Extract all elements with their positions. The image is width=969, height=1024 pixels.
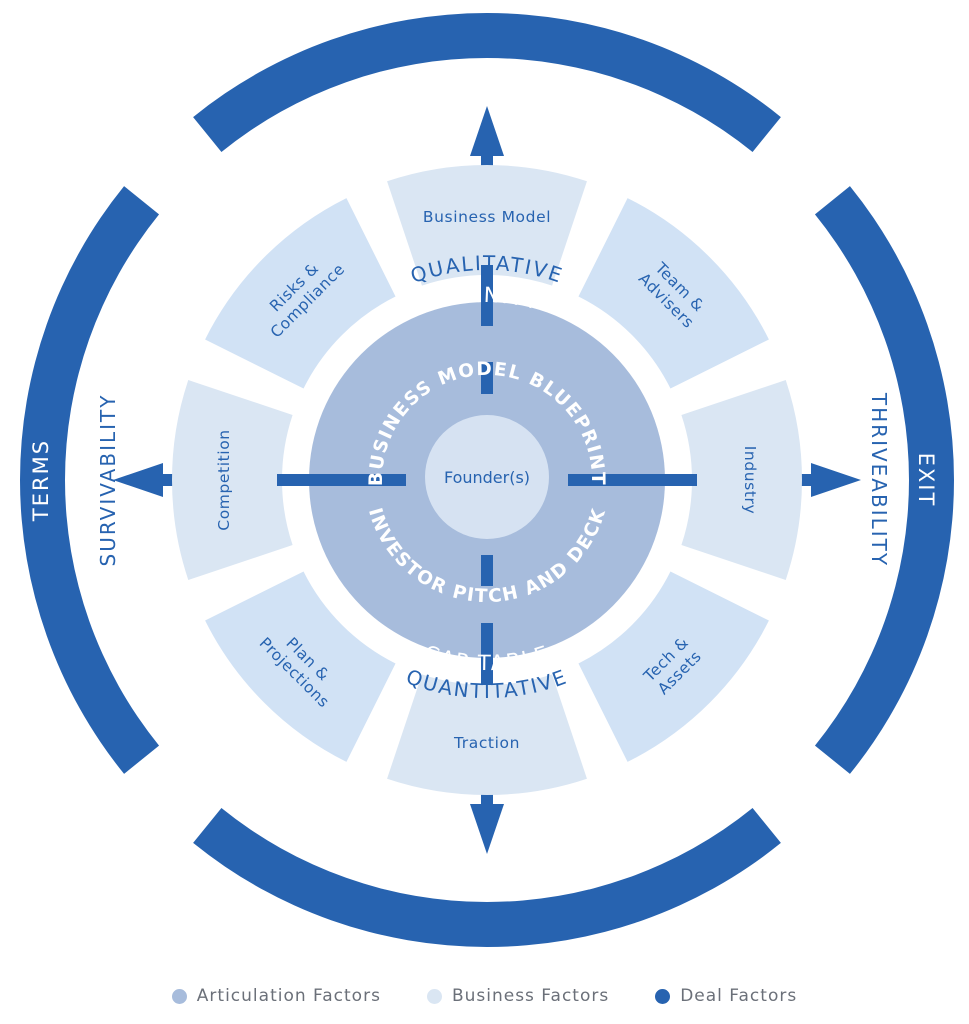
legend-item: Business Factors [426,986,610,1006]
bar-right [568,474,697,486]
axis-label-survivability: SURVIVABILITY [96,394,120,567]
segment-label: Competition [215,429,233,530]
deal-factors-ring [20,12,955,948]
deal-arc-affinity [193,12,781,153]
segment-tech-assets: Tech &Assets [578,571,769,762]
segment-risks-compliance: Risks &Compliance [205,198,396,389]
legend-item: Deal Factors [655,986,797,1006]
deal-arc-exit [814,186,955,774]
segment-label: Business Model [423,208,551,226]
business-factor-segments: Business Model Team &AdvisersIndustryTech… [171,164,802,795]
bar-down-inner [481,555,493,586]
center-cross-bars [277,265,697,685]
core-label-founders: Founder(s) [444,468,530,487]
segment-team-advisers: Team &Advisers [578,198,769,389]
legend: Articulation Factors Business Factors Deal… [0,978,969,1014]
bar-up-inner [481,362,493,394]
bar-left [277,474,406,486]
deal-arc-cap-table [193,807,781,948]
legend-item: Articulation Factors [171,986,381,1006]
legend-swatch [426,988,442,1004]
bar-down-outer [481,623,493,685]
deal-arc-terms [20,186,160,774]
bar-up-outer [481,265,493,326]
legend-label: Deal Factors [680,986,798,1006]
segment-plan-projections: Plan &Projections [205,571,396,762]
legend-label: Business Factors [451,986,610,1006]
outer-label-terms: TERMS [29,439,53,522]
legend-swatch [171,988,187,1004]
segment-label: Traction [453,734,520,752]
outer-label-exit: EXIT [914,453,938,508]
segment-competition: Competition [171,380,293,580]
axis-label-thriveability: THRIVEABILITY [867,392,891,567]
segment-traction: Traction [387,674,587,795]
legend-swatch [655,988,671,1004]
legend-label: Articulation Factors [196,986,381,1006]
segment-label: Industry [741,446,759,515]
founders-core [425,415,549,539]
segment-business-model: Business Model [387,164,587,286]
segment-industry: Industry [681,380,802,580]
